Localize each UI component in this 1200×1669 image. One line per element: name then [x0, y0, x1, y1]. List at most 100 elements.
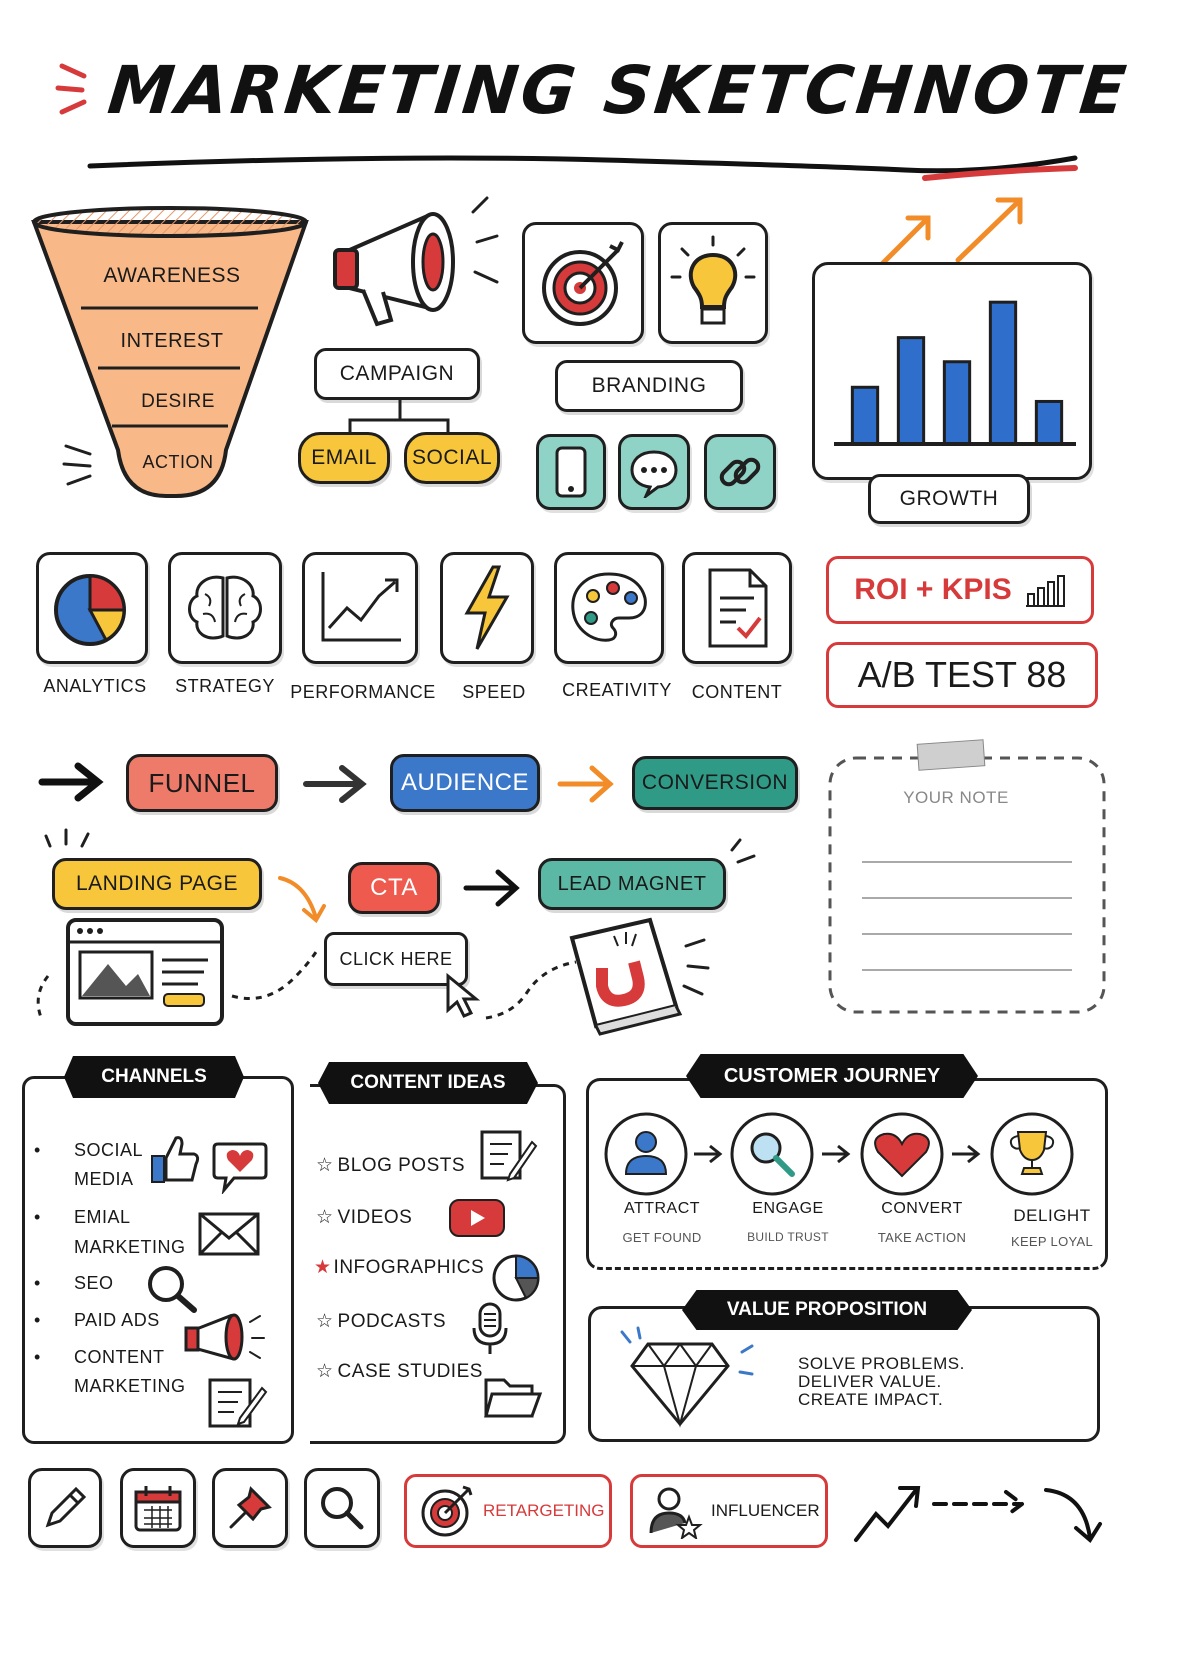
- funnel-stage-desire: DESIRE: [141, 391, 215, 412]
- skill-label-speed: SPEED: [462, 682, 526, 702]
- growth-arrows-icon: [873, 197, 1023, 273]
- growth-bar: [988, 300, 1018, 446]
- content-ideas-title: CONTENT IDEAS: [318, 1062, 538, 1104]
- note-label: YOUR NOTE: [903, 788, 1009, 807]
- arrow-right-icon-2: [303, 765, 367, 803]
- calendar-icon-box[interactable]: [120, 1468, 196, 1548]
- strategy-icon-box: [168, 552, 282, 664]
- lead-magnet-pill: LEAD MAGNET: [538, 858, 726, 910]
- growth-bar-chart: [834, 300, 1076, 446]
- target-icon-box: [522, 222, 644, 344]
- journey-sub-convert: TAKE ACTION: [877, 1230, 967, 1245]
- title-underline: [87, 155, 1078, 181]
- skill-label-analytics: ANALYTICS: [43, 676, 147, 696]
- star-icon: ☆: [316, 1155, 334, 1176]
- attract-icon: [604, 1112, 688, 1196]
- skill-label-creativity: CREATIVITY: [562, 680, 672, 700]
- channel-social: SOCIAL: [74, 1140, 144, 1160]
- pie-chart-small-icon: [492, 1254, 540, 1302]
- landing-page-pill: LANDING PAGE: [52, 858, 262, 910]
- content-icon-box: [682, 552, 792, 664]
- idea-podcasts-label: PODCASTS: [337, 1310, 447, 1332]
- influencer-icon: [649, 1487, 703, 1539]
- folder-icon: [484, 1378, 543, 1418]
- palette-icon: [571, 572, 647, 642]
- idea-case-studies-label: CASE STUDIES: [337, 1360, 483, 1382]
- growth-bar: [896, 336, 926, 446]
- envelope-icon: [198, 1212, 260, 1256]
- retargeting-label: RETARGETING: [483, 1501, 605, 1520]
- channel-marketing-1: MARKETING: [74, 1237, 186, 1257]
- lightbulb-icon: [670, 235, 756, 325]
- video-play-icon: [449, 1199, 505, 1237]
- funnel-motion-marks: [62, 444, 92, 486]
- ab-test-label: A/B TEST 88: [857, 654, 1067, 695]
- note-card[interactable]: [826, 736, 1108, 1016]
- click-here-label: CLICK HERE: [339, 948, 453, 969]
- link-icon: [719, 457, 761, 487]
- phone-icon: [555, 446, 587, 498]
- email-pill: EMAIL: [298, 432, 390, 484]
- customer-journey-title: CUSTOMER JOURNEY: [686, 1054, 978, 1098]
- pencil-icon: [45, 1486, 87, 1528]
- bar-chart-mini-icon: [1025, 575, 1065, 607]
- title-burst-icon: [52, 58, 92, 118]
- funnel-stage-awareness: AWARENESS: [103, 264, 241, 287]
- sparkle-marks-2: [730, 838, 756, 864]
- pencil-icon-box[interactable]: [28, 1468, 102, 1548]
- journey-step-delight: DELIGHT: [1013, 1206, 1091, 1225]
- influencer-box: INFLUENCER: [630, 1474, 828, 1548]
- funnel-pill: FUNNEL: [126, 754, 278, 812]
- cursor-pointer-icon: [446, 972, 481, 1018]
- idea-infographics-label: INFOGRAPHICS: [333, 1256, 485, 1278]
- click-here-button[interactable]: CLICK HERE: [324, 932, 468, 986]
- phone-icon-box: [536, 434, 606, 510]
- skill-label-performance: PERFORMANCE: [290, 682, 436, 702]
- star-filled-icon: ★: [314, 1257, 332, 1278]
- growth-bar: [850, 385, 880, 446]
- retargeting-box: RETARGETING: [404, 1474, 612, 1548]
- chat-icon-box: [618, 434, 690, 510]
- channel-marketing-2: MARKETING: [74, 1376, 186, 1396]
- social-pill: SOCIAL: [404, 432, 500, 484]
- brain-icon: [188, 575, 262, 640]
- journey-sub-delight: KEEP LOYAL: [1010, 1234, 1093, 1249]
- funnel-stage-interest: INTEREST: [120, 330, 224, 352]
- pie-chart-icon: [54, 574, 126, 646]
- lightbulb-icon-box: [658, 222, 768, 344]
- roi-kpis-box: ROI + KPIS: [826, 556, 1094, 624]
- page-title: MARKETING SKETCHNOTE: [104, 52, 1133, 129]
- search-icon-box[interactable]: [304, 1468, 380, 1548]
- pushpin-icon-box[interactable]: [212, 1468, 288, 1548]
- search-icon: [321, 1487, 364, 1530]
- calendar-icon: [134, 1486, 182, 1532]
- ab-test-box: A/B TEST 88: [826, 642, 1098, 708]
- campaign-connector: [348, 398, 450, 436]
- diamond-icon: [620, 1326, 754, 1428]
- star-icon: ☆: [316, 1361, 334, 1382]
- creativity-icon-box: [554, 552, 664, 664]
- document-icon: [708, 568, 768, 648]
- star-icon: ☆: [316, 1311, 334, 1332]
- speed-icon-box: [440, 552, 534, 664]
- channels-bullet-1: •: [34, 1140, 41, 1160]
- channels-bullet-2: •: [34, 1207, 41, 1227]
- cta-pill[interactable]: CTA: [348, 862, 440, 914]
- arrow-curve-orange-icon: [278, 876, 326, 924]
- trend-arrows-icon: [854, 1486, 1102, 1544]
- sparkle-marks: [44, 828, 90, 848]
- value-line-1: SOLVE PROBLEMS.: [798, 1354, 965, 1373]
- journey-icons: [604, 1112, 1074, 1196]
- performance-icon-box: [302, 552, 418, 664]
- journey-step-engage: ENGAGE: [752, 1200, 824, 1217]
- idea-infographics: ★INFOGRAPHICS: [314, 1256, 484, 1279]
- link-icon-box: [704, 434, 776, 510]
- arrow-right-icon-3: [463, 869, 520, 907]
- channel-content: CONTENT: [74, 1347, 165, 1367]
- funnel-stage-action: ACTION: [142, 452, 214, 472]
- idea-videos-label: VIDEOS: [337, 1206, 413, 1228]
- trend-line-icon: [321, 572, 401, 642]
- value-proposition-title: VALUE PROPOSITION: [682, 1290, 972, 1330]
- value-line-2: DELIVER VALUE.: [798, 1372, 942, 1391]
- journey-sub-attract: GET FOUND: [622, 1230, 702, 1245]
